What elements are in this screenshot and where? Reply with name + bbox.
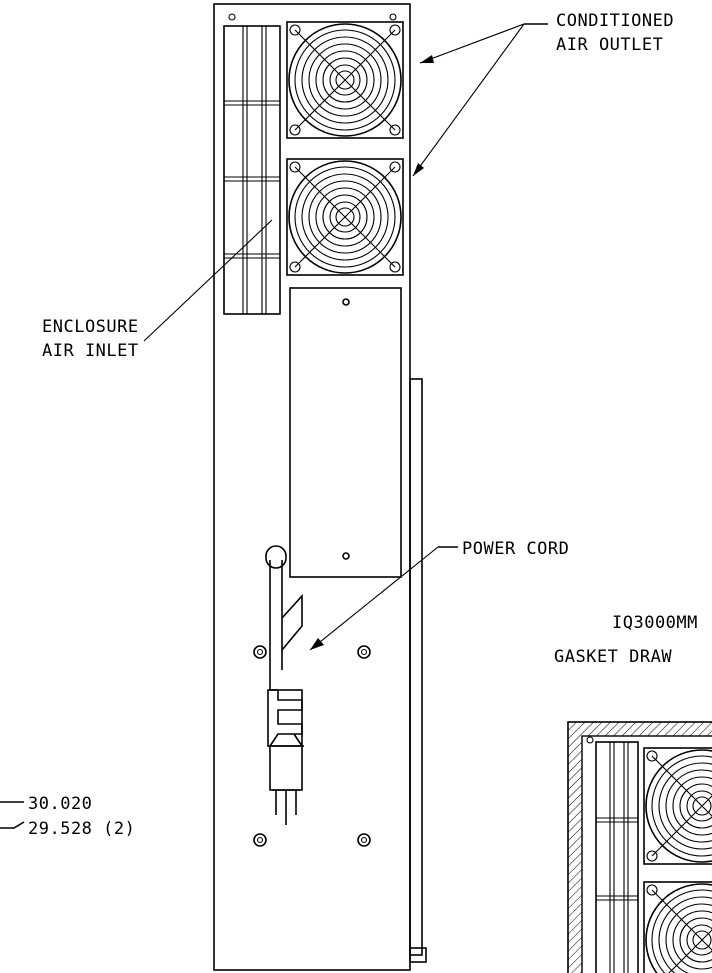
model-number-label: IQ3000MM — [612, 613, 698, 633]
lower-fan-grille-icon — [286, 158, 404, 276]
gasket-drawing-preview — [567, 721, 712, 973]
enclosure-air-inlet-label-line2: AIR INLET — [42, 341, 139, 361]
dimension-label-1: 30.020 — [28, 794, 92, 814]
power-cord-icon — [265, 545, 304, 825]
power-cord-label: POWER CORD — [462, 539, 569, 559]
unit-side-view — [213, 3, 427, 971]
upper-fan-grille-icon — [286, 21, 404, 139]
enclosure-air-inlet-label-line1: ENCLOSURE — [42, 317, 139, 337]
access-panel — [289, 287, 402, 578]
inlet-vent-grille — [223, 25, 281, 315]
dimension-label-2: 29.528 (2) — [28, 819, 135, 839]
conditioned-air-outlet-label-line2: AIR OUTLET — [556, 35, 663, 55]
mounting-bolts — [253, 645, 371, 847]
gasket-drawing-label: GASKET DRAW — [554, 647, 672, 667]
leader-lines — [0, 23, 548, 829]
conditioned-air-outlet-label-line1: CONDITIONED — [556, 11, 674, 31]
